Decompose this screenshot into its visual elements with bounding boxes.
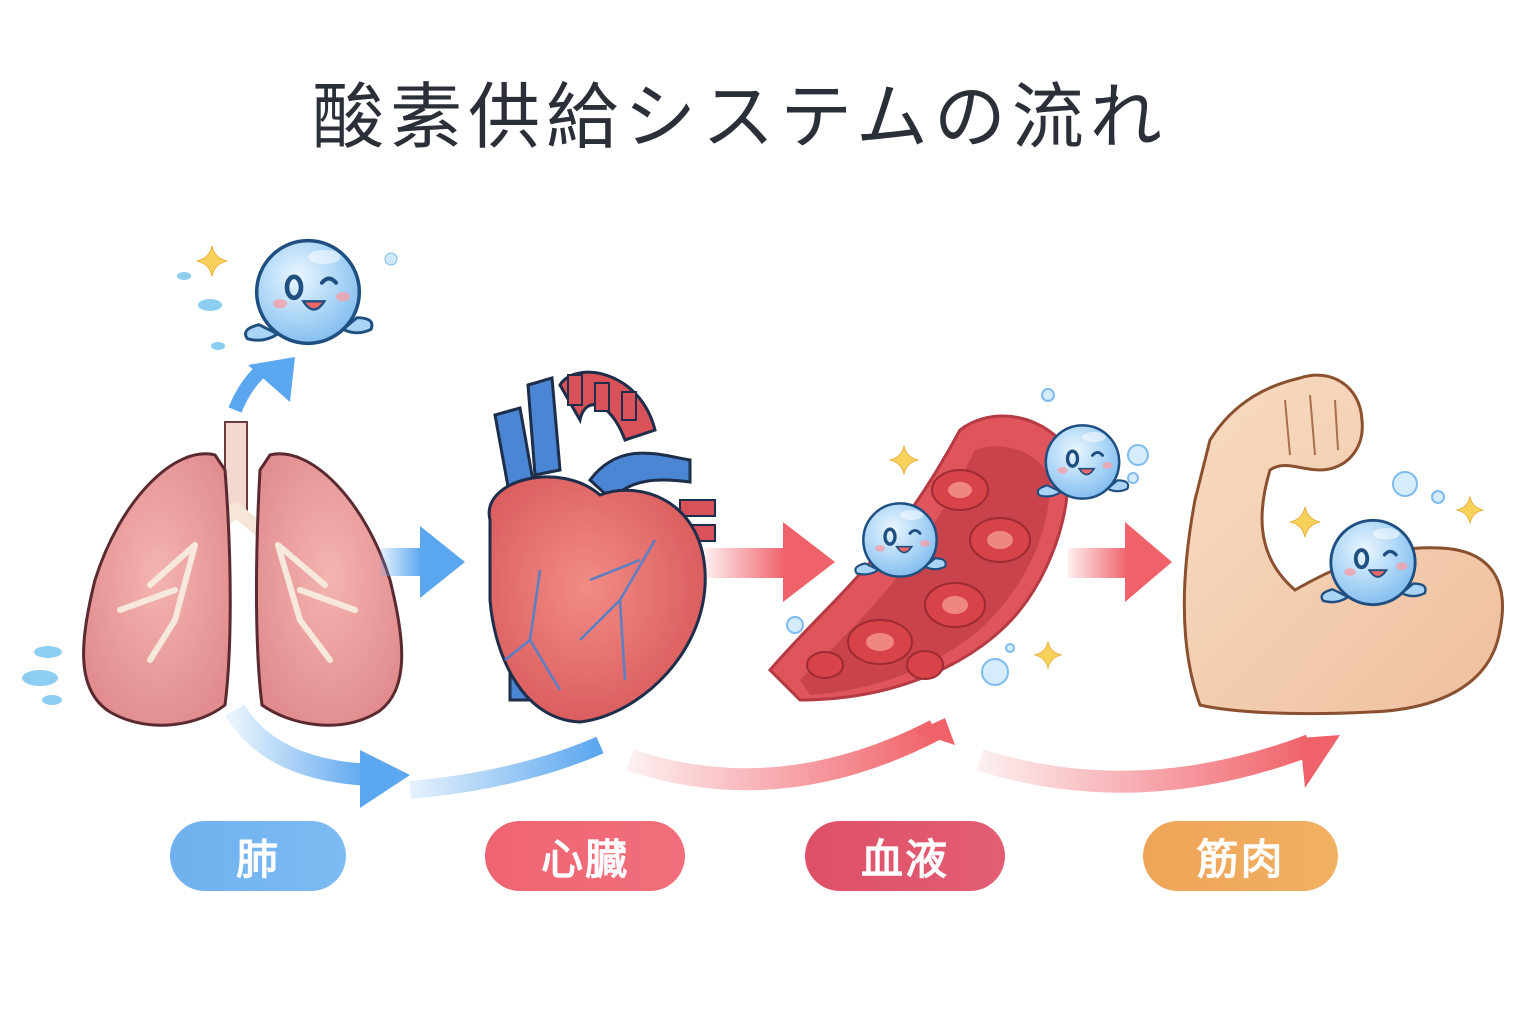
arrow-head-right — [360, 750, 410, 808]
sparkle-icon — [196, 245, 228, 277]
sparkle-icon — [1289, 506, 1321, 538]
water-splash-icon — [22, 646, 62, 705]
stage-label-lung: 肺 — [170, 821, 346, 891]
bubbles-icon — [786, 388, 1149, 686]
stage-label-heart: 心臓 — [485, 821, 685, 891]
stage-label-blood: 血液 — [805, 821, 1005, 891]
arrow-curve-heart — [409, 736, 604, 799]
arrow-lung-to-heart — [380, 548, 422, 576]
heart-icon — [487, 370, 716, 724]
sparkle-icon — [1456, 496, 1484, 524]
arrow-head-right — [1300, 735, 1340, 788]
arrow-head-right — [1125, 522, 1172, 602]
sparkle-icon — [889, 445, 919, 475]
arrow-head-right — [420, 526, 465, 598]
oxygen-mascot-muscle — [1322, 520, 1426, 604]
arrow-curve-lung — [225, 704, 371, 786]
arrow-head-up — [248, 357, 295, 402]
droplets-icon — [177, 252, 398, 350]
arrow-head-up — [915, 718, 955, 745]
page-title: 酸素供給システムの流れ — [312, 75, 1168, 159]
arrow-head-right — [783, 522, 835, 602]
oxygen-mascot-top — [245, 241, 372, 344]
arrow-blood-to-muscle — [1068, 548, 1128, 578]
arrow-lung-to-air — [228, 364, 267, 413]
arrow-heart-to-blood — [705, 548, 785, 578]
arrow-curve-blood — [626, 720, 941, 791]
bubbles-icon — [1392, 471, 1445, 504]
stage-label-muscle: 筋肉 — [1143, 821, 1338, 891]
lungs-icon — [82, 421, 404, 727]
sparkle-icon — [1034, 641, 1062, 669]
arrow-curve-muscle — [976, 734, 1314, 793]
